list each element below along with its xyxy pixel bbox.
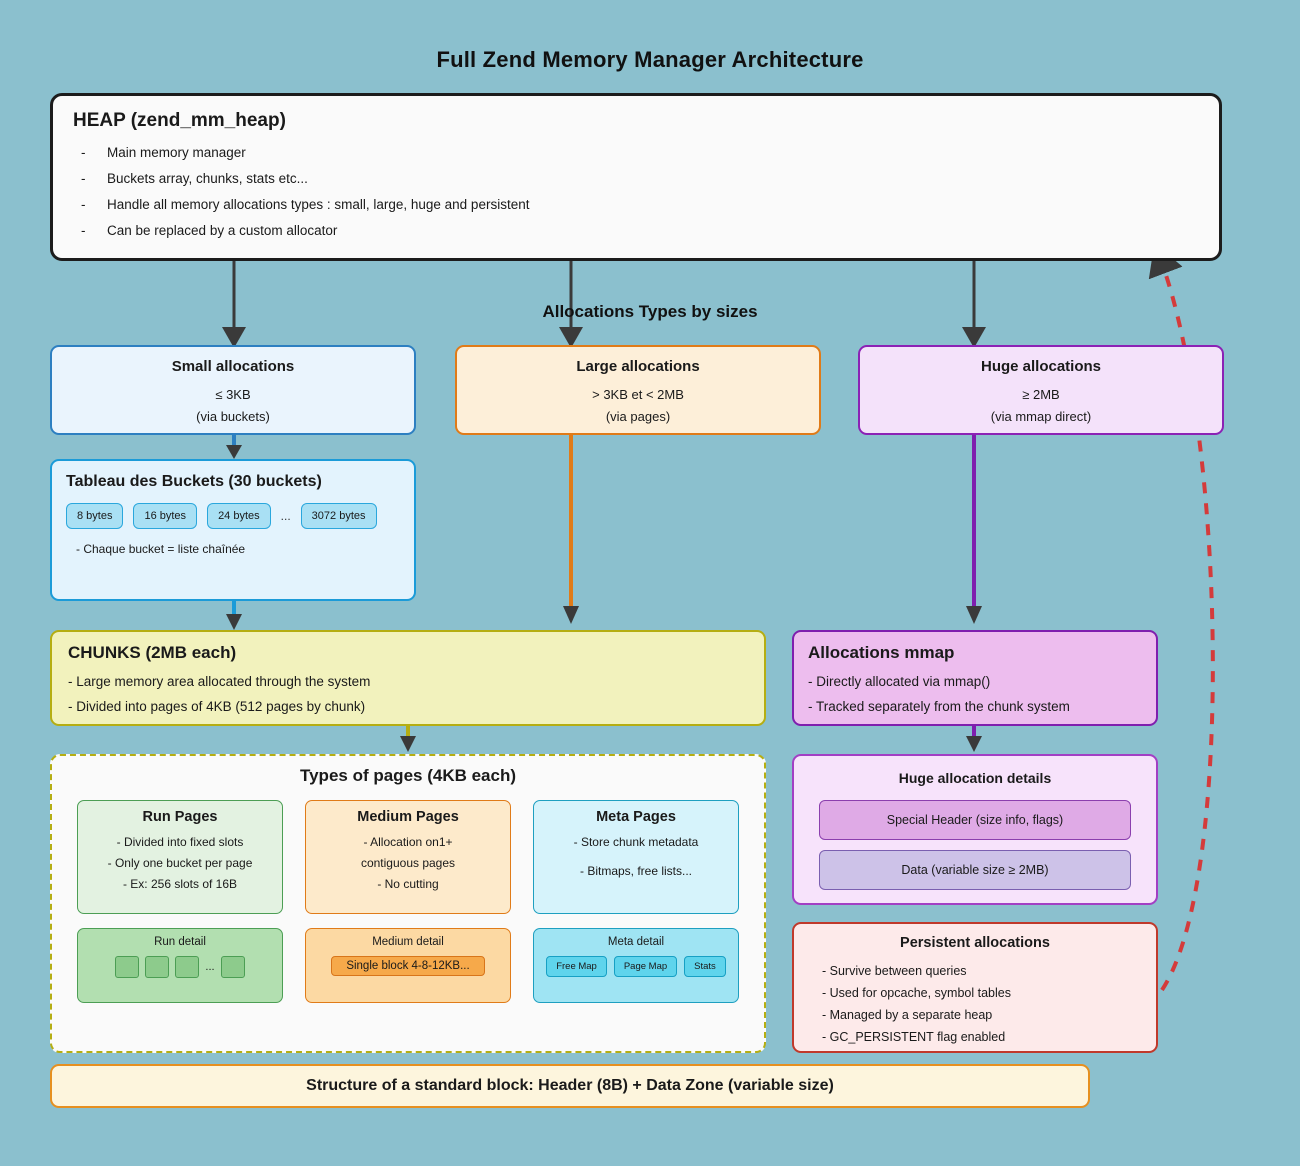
mmap-title: Allocations mmap bbox=[808, 643, 955, 662]
page-title: Full Zend Memory Manager Architecture bbox=[436, 47, 864, 72]
connector-small-buckets-head bbox=[226, 445, 242, 459]
heap-bullet-text: Buckets array, chunks, stats etc... bbox=[107, 171, 308, 186]
meta-chip-row: Free Map Page Map Stats bbox=[534, 956, 738, 977]
run-detail-title: Run detail bbox=[154, 936, 206, 948]
large-allocations-via: (via pages) bbox=[605, 409, 671, 424]
run-pages-line: - Divided into fixed slots bbox=[116, 835, 244, 849]
medium-pages-title: Medium Pages bbox=[357, 809, 459, 825]
medium-detail-block: Single block 4-8-12KB... bbox=[331, 956, 485, 976]
huge-data-bar: Data (variable size ≥ 2MB) bbox=[819, 850, 1131, 890]
bucket-chip-last: 3072 bytes bbox=[300, 503, 377, 529]
huge-special-header-bar: Special Header (size info, flags) bbox=[819, 800, 1131, 840]
meta-pages-line: - Store chunk metadata bbox=[573, 835, 699, 849]
buckets-table-box: Tableau des Buckets (30 buckets) 8 bytes… bbox=[50, 459, 416, 601]
medium-pages-box: Medium Pages - Allocation on1+ contiguou… bbox=[305, 800, 511, 914]
persistent-allocations-title: Persistent allocations bbox=[900, 935, 1050, 951]
meta-pages-line: - Bitmaps, free lists... bbox=[579, 864, 693, 878]
heap-bullet: - Can be replaced by a custom allocator bbox=[73, 218, 1199, 244]
run-pages-title: Run Pages bbox=[142, 809, 218, 825]
run-detail-box: Run detail ... bbox=[77, 928, 283, 1003]
huge-allocations-via: (via mmap direct) bbox=[990, 409, 1092, 424]
types-of-pages-container: Types of pages (4KB each) Run Pages - Di… bbox=[50, 754, 766, 1053]
run-pages-line: - Ex: 256 slots of 16B bbox=[122, 877, 238, 891]
heap-bullet-text: Can be replaced by a custom allocator bbox=[107, 223, 338, 238]
run-slot bbox=[115, 956, 140, 978]
section-label-allocation-types: Allocations Types by sizes bbox=[542, 302, 758, 321]
bucket-chip: 16 bytes bbox=[133, 503, 198, 529]
small-allocations-via: (via buckets) bbox=[196, 409, 270, 424]
huge-allocation-details-box: Huge allocation details Special Header (… bbox=[792, 754, 1158, 905]
medium-pages-line: - Allocation on1+ bbox=[363, 835, 453, 849]
page-type-row: Run Pages - Divided into fixed slots - O… bbox=[52, 800, 764, 914]
persistent-allocations-box: Persistent allocations - Survive between… bbox=[792, 922, 1158, 1053]
buckets-title: Tableau des Buckets (30 buckets) bbox=[66, 473, 322, 490]
meta-chip-free-map: Free Map bbox=[546, 956, 607, 977]
types-of-pages-header: Types of pages (4KB each) bbox=[299, 766, 517, 785]
meta-pages-title: Meta Pages bbox=[596, 809, 676, 825]
small-allocations-size: ≤ 3KB bbox=[215, 387, 251, 402]
chunks-line: - Large memory area allocated through th… bbox=[68, 674, 371, 689]
heap-bullet-text: Handle all memory allocations types : sm… bbox=[107, 197, 530, 212]
persistent-line: - Survive between queries bbox=[822, 964, 967, 978]
mmap-line: - Tracked separately from the chunk syst… bbox=[808, 699, 1070, 714]
mmap-allocations-box: Allocations mmap - Directly allocated vi… bbox=[792, 630, 1158, 726]
medium-pages-line: - No cutting bbox=[377, 877, 439, 891]
run-pages-box: Run Pages - Divided into fixed slots - O… bbox=[77, 800, 283, 914]
chunks-box: CHUNKS (2MB each) - Large memory area al… bbox=[50, 630, 766, 726]
bucket-ellipsis: ... bbox=[280, 509, 291, 523]
heap-bullet-text: Main memory manager bbox=[107, 145, 246, 160]
medium-detail-title: Medium detail bbox=[372, 936, 444, 948]
connector-chunks-pages-head bbox=[400, 736, 416, 752]
meta-chip-stats: Stats bbox=[684, 956, 726, 977]
run-slot bbox=[175, 956, 200, 978]
buckets-note: - Chaque bucket = liste chaînée bbox=[76, 542, 246, 556]
heap-bullet-list: - Main memory manager - Buckets array, c… bbox=[73, 140, 1199, 244]
large-allocations-title: Large allocations bbox=[576, 358, 700, 375]
small-allocations-box: Small allocations ≤ 3KB (via buckets) bbox=[50, 345, 416, 435]
huge-allocations-box: Huge allocations ≥ 2MB (via mmap direct) bbox=[858, 345, 1224, 435]
meta-detail-box: Meta detail Free Map Page Map Stats bbox=[533, 928, 739, 1003]
heap-bullet: - Handle all memory allocations types : … bbox=[73, 192, 1199, 218]
large-allocations-box: Large allocations > 3KB et < 2MB (via pa… bbox=[455, 345, 821, 435]
persistent-line: - Used for opcache, symbol tables bbox=[822, 986, 1011, 1000]
page-detail-row: Run detail ... Medium detail Single bloc… bbox=[52, 928, 764, 1003]
run-slot-ellipsis: ... bbox=[205, 961, 215, 973]
mmap-line: - Directly allocated via mmap() bbox=[808, 674, 991, 689]
medium-detail-box: Medium detail Single block 4-8-12KB... bbox=[305, 928, 511, 1003]
run-pages-line: - Only one bucket per page bbox=[107, 856, 253, 870]
standard-block-structure-banner: Structure of a standard block: Header (8… bbox=[50, 1064, 1090, 1108]
bullet-dash: - bbox=[81, 145, 86, 160]
large-allocations-size: > 3KB et < 2MB bbox=[592, 387, 684, 402]
bucket-chip: 24 bytes bbox=[207, 503, 271, 529]
bullet-dash: - bbox=[81, 197, 86, 212]
run-slot bbox=[145, 956, 170, 978]
heap-bullet: - Main memory manager bbox=[73, 140, 1199, 166]
medium-pages-line: contiguous pages bbox=[360, 856, 456, 870]
connector-huge-mmap-head bbox=[966, 606, 982, 624]
meta-detail-title: Meta detail bbox=[607, 936, 665, 948]
heap-title: HEAP (zend_mm_heap) bbox=[73, 110, 286, 131]
connector-large-chunks-head bbox=[563, 606, 579, 624]
huge-allocation-details-title: Huge allocation details bbox=[898, 770, 1052, 786]
bullet-dash: - bbox=[81, 223, 86, 238]
run-slot bbox=[220, 956, 245, 978]
bucket-chip-row: 8 bytes 16 bytes 24 bytes ... 3072 bytes bbox=[66, 503, 400, 529]
connector-buckets-chunks-head bbox=[226, 614, 242, 630]
huge-allocations-title: Huge allocations bbox=[980, 358, 1102, 375]
run-slot-row: ... bbox=[78, 956, 282, 978]
bucket-chip: 8 bytes bbox=[66, 503, 124, 529]
heap-box: HEAP (zend_mm_heap) - Main memory manage… bbox=[50, 93, 1222, 261]
chunks-title: CHUNKS (2MB each) bbox=[68, 643, 237, 662]
connector-mmap-hugedetails-head bbox=[966, 736, 982, 752]
meta-pages-box: Meta Pages - Store chunk metadata - Bitm… bbox=[533, 800, 739, 914]
heap-bullet: - Buckets array, chunks, stats etc... bbox=[73, 166, 1199, 192]
bullet-dash: - bbox=[81, 171, 86, 186]
chunks-line: - Divided into pages of 4KB (512 pages b… bbox=[68, 699, 366, 714]
small-allocations-title: Small allocations bbox=[171, 358, 295, 375]
huge-allocations-size: ≥ 2MB bbox=[1022, 387, 1060, 402]
persistent-line: - Managed by a separate heap bbox=[822, 1008, 993, 1022]
persistent-line: - GC_PERSISTENT flag enabled bbox=[822, 1030, 1006, 1044]
meta-chip-page-map: Page Map bbox=[613, 956, 678, 977]
